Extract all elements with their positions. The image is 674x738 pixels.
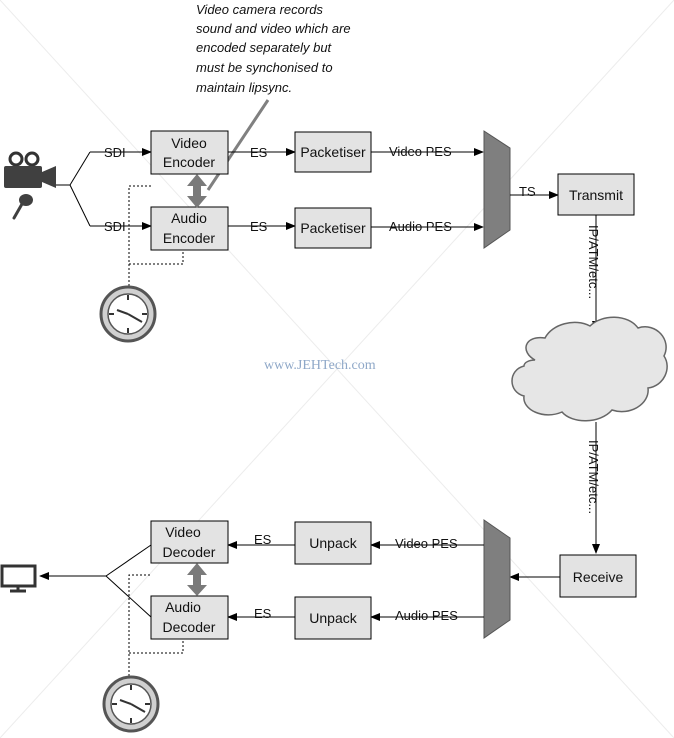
receive-box: Receive (559, 554, 637, 598)
transmit-label: Transmit (569, 187, 623, 203)
annotation-pointer (206, 99, 270, 191)
annotation-line: encoded separately but (196, 40, 333, 55)
unpack-video-label: Unpack (309, 535, 357, 551)
clock-icon (102, 675, 160, 733)
multiplexer (483, 130, 511, 249)
sdi-label-video: SDI (104, 145, 126, 160)
audio-encoder-label-1: Audio (171, 210, 207, 226)
packetiser-video-box: Packetiser (294, 131, 372, 173)
packetiser-audio-box: Packetiser (294, 207, 372, 249)
video-decoder-label-1: Video (165, 524, 201, 540)
video-decoder-box: Video Decoder (150, 520, 229, 564)
unpack-audio-label: Unpack (309, 610, 357, 626)
es-label-audio: ES (250, 219, 268, 234)
sync-double-arrow-encode (187, 174, 207, 208)
network-link-label-top: IP/ATM/etc... (586, 225, 601, 299)
output-merge-lines (39, 544, 152, 618)
clock-icon (99, 285, 157, 343)
annotation-line: must be synchonised to (196, 60, 333, 75)
sdi-label-audio: SDI (104, 219, 126, 234)
sync-double-arrow-decode (187, 563, 207, 596)
audio-encoder-box: Audio Encoder (150, 206, 229, 251)
annotation-line: sound and video which are (196, 21, 351, 36)
annotation-line: maintain lipsync. (196, 80, 292, 95)
video-encoder-label-2: Encoder (163, 154, 215, 170)
clock-dashed-links-encode (128, 185, 184, 290)
transmit-box: Transmit (557, 173, 635, 216)
video-pes-label: Video PES (389, 144, 452, 159)
network-cloud-icon (511, 316, 668, 422)
audio-decoder-label-2: Decoder (163, 619, 216, 635)
demultiplexer (483, 519, 511, 639)
video-camera-icon (4, 151, 56, 188)
annotation: Video camera records sound and video whi… (196, 2, 351, 191)
unpack-audio-box: Unpack (294, 596, 372, 640)
video-decoder-label-2: Decoder (163, 544, 216, 560)
video-encoder-label-1: Video (171, 135, 207, 151)
sdi-split (56, 148, 152, 230)
microphone-icon (12, 194, 33, 220)
receive-label: Receive (573, 569, 624, 585)
packetiser-video-label: Packetiser (300, 144, 366, 160)
unpack-video-box: Unpack (294, 521, 372, 565)
ts-label: TS (519, 184, 536, 199)
es-label-video-decode: ES (254, 532, 272, 547)
audio-decoder-box: Audio Decoder (150, 595, 229, 640)
monitor-icon (0, 564, 37, 593)
network-link-label-bottom: IP/ATM/etc... (586, 440, 601, 514)
audio-pes-label: Audio PES (389, 219, 452, 234)
es-label-audio-decode: ES (254, 606, 272, 621)
watermark-text: www.JEHTech.com (264, 358, 376, 373)
clock-dashed-links-decode (128, 574, 184, 680)
video-encoder-box: Video Encoder (150, 130, 229, 175)
annotation-line: Video camera records (196, 2, 323, 17)
audio-pes-label-decode: Audio PES (395, 608, 458, 623)
es-label-video: ES (250, 145, 268, 160)
packetiser-audio-label: Packetiser (300, 220, 366, 236)
audio-decoder-label-1: Audio (165, 599, 201, 615)
audio-encoder-label-2: Encoder (163, 230, 215, 246)
video-pes-label-decode: Video PES (395, 536, 458, 551)
